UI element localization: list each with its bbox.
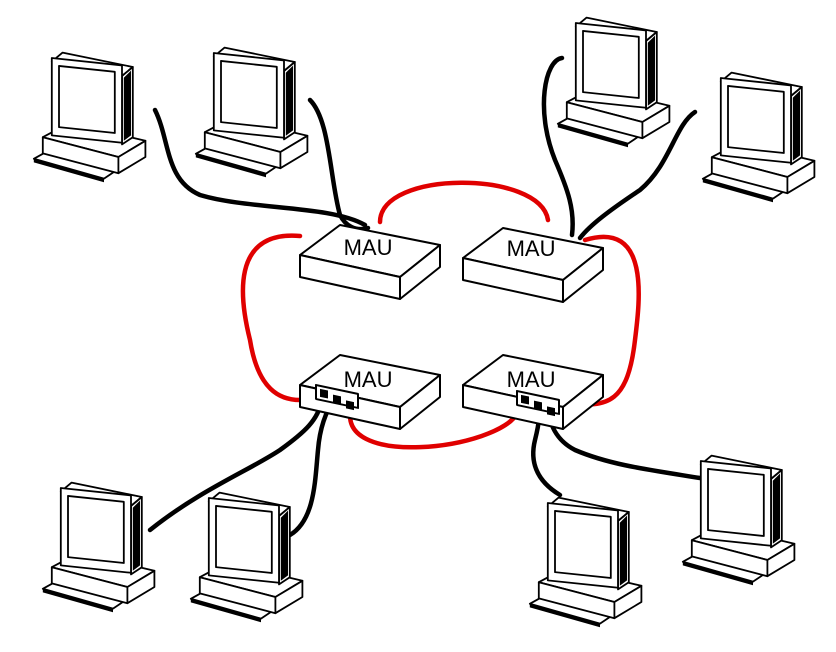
computer-icon bbox=[194, 46, 309, 179]
hub-label: MAU bbox=[507, 367, 556, 392]
computer-7 bbox=[528, 496, 643, 629]
computer-icon bbox=[528, 496, 643, 629]
ring-cable-top bbox=[377, 180, 551, 225]
hub-top-right: MAU bbox=[462, 227, 604, 303]
ring-cable-bottom bbox=[347, 402, 521, 450]
computer-icon bbox=[41, 481, 156, 614]
hub-bottom-right: MAU bbox=[462, 354, 604, 430]
computer-icon bbox=[556, 16, 671, 149]
computer-8 bbox=[681, 454, 796, 587]
computer-icon bbox=[32, 51, 147, 184]
computer-icon bbox=[681, 454, 796, 587]
ring-cable-right bbox=[562, 234, 641, 407]
hub-label: MAU bbox=[507, 236, 556, 261]
computer-1 bbox=[32, 51, 147, 184]
hub-label: MAU bbox=[344, 367, 393, 392]
computer-icon bbox=[701, 71, 816, 204]
hub-label: MAU bbox=[344, 235, 393, 260]
ring-cable-left bbox=[240, 233, 303, 403]
hub-bottom-left: MAU bbox=[299, 354, 441, 430]
hub-top-left: MAU bbox=[299, 224, 441, 300]
computer-2 bbox=[194, 46, 309, 179]
ring-cables bbox=[240, 180, 641, 450]
computer-3 bbox=[556, 16, 671, 149]
computer-icon bbox=[189, 491, 304, 624]
computer-4 bbox=[701, 71, 816, 204]
computer-6 bbox=[189, 491, 304, 624]
computer-5 bbox=[41, 481, 156, 614]
